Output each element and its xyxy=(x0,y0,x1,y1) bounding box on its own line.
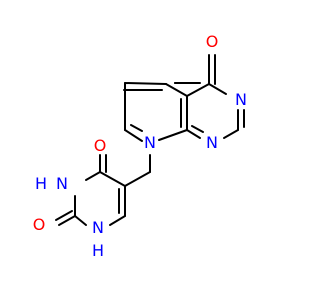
bond xyxy=(124,82,167,85)
bond xyxy=(191,125,204,133)
nitrogen-label-pyrimidinone: N xyxy=(235,90,247,109)
oxygen-label-c2: O xyxy=(33,215,46,234)
bond xyxy=(74,215,87,226)
bond xyxy=(186,83,210,97)
structure-drawing-canvas: O N N N H N O O N H xyxy=(32,32,247,260)
nitrogen-label-n3: N xyxy=(56,174,68,193)
bond xyxy=(58,215,76,226)
bond xyxy=(158,129,188,141)
nitrogen-label-n1: N xyxy=(92,218,104,237)
bond xyxy=(165,83,188,97)
bond xyxy=(99,171,126,187)
bond xyxy=(124,171,151,187)
bonds-group xyxy=(55,54,245,226)
nitrogen-label-ring: N xyxy=(206,133,218,152)
oxygen-label-carbonyl: O xyxy=(206,32,219,51)
atom-labels-group: O N N N H N O O N H xyxy=(33,32,247,260)
molecule-structure: O N N N H N O O N H xyxy=(33,32,247,260)
oxygen-label-c4: O xyxy=(94,136,107,155)
bond xyxy=(55,210,73,221)
nitrogen-label-bridgehead: N xyxy=(144,133,156,152)
hydrogen-label-n3: H xyxy=(35,174,47,193)
bond xyxy=(208,83,227,95)
bond xyxy=(124,129,143,142)
bond xyxy=(85,171,101,181)
bond xyxy=(109,215,126,226)
hydrogen-label-n1: H xyxy=(92,241,104,260)
bond xyxy=(186,129,201,139)
bond xyxy=(130,124,143,132)
bond xyxy=(223,129,239,139)
